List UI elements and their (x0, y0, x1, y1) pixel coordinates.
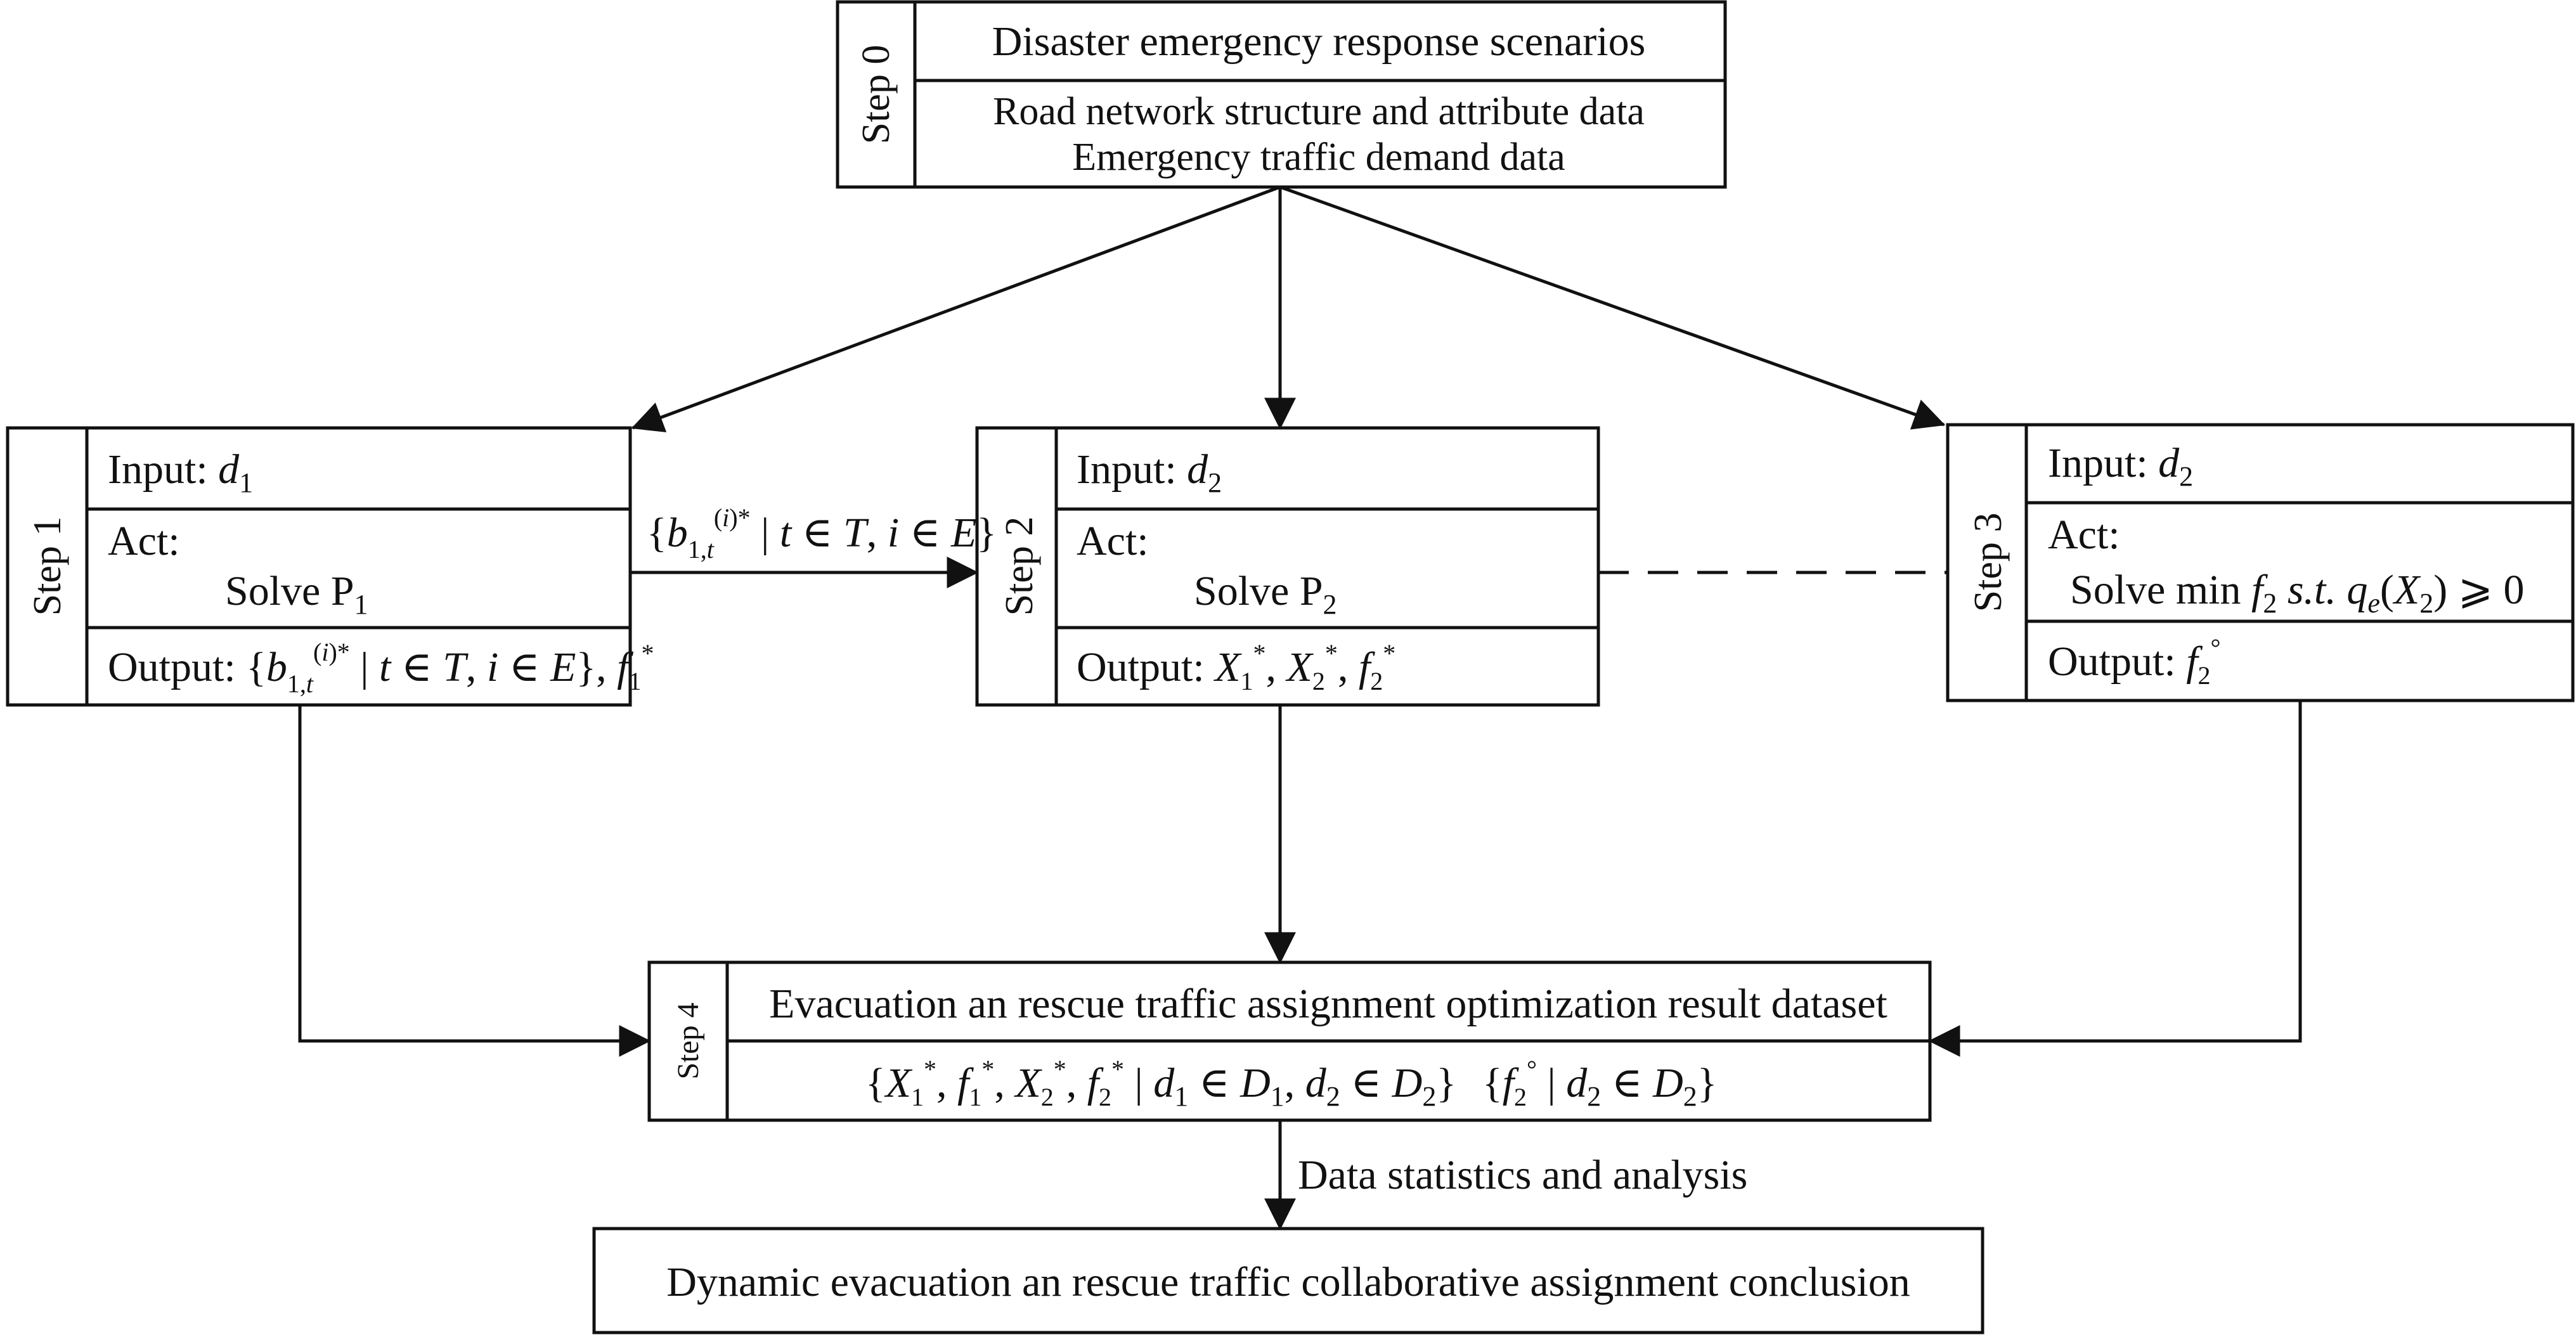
step1-label: Step 1 (26, 517, 69, 616)
step0-line2: Emergency traffic demand data (1072, 136, 1565, 179)
step1-act: Act: (108, 518, 180, 564)
step4-label: Step 4 (671, 1002, 705, 1079)
step1-solve: Solve P1 (225, 568, 368, 620)
step2-solve: Solve P2 (1194, 568, 1337, 620)
step3-act: Act: (2048, 512, 2120, 558)
step0-line1: Road network structure and attribute dat… (993, 90, 1645, 133)
step1-box: Step 1 Input: d1 Act: Solve P1 Output: {… (6, 426, 654, 707)
edge-label-step1-step2: {b1,t(i)* | t ∈ T, i ∈ E} (647, 503, 997, 564)
step1-output: Output: {b1,t(i)* | t ∈ T, i ∈ E}, f1* (108, 638, 654, 698)
step4-set2: {f2° | d2 ∈ D2} (1482, 1055, 1717, 1112)
step0-box: Step 0 Disaster emergency response scena… (836, 0, 1727, 189)
step1-input: Input: d1 (108, 446, 253, 498)
stats-label: Data statistics and analysis (1298, 1152, 1747, 1198)
arrow-step0-step3 (1279, 185, 1946, 430)
arrow-step1-step4 (298, 705, 651, 1057)
step3-output: Output: f2° (2048, 633, 2221, 690)
step4-title: Evacuation an rescue traffic assignment … (769, 981, 1887, 1027)
step2-act: Act: (1077, 518, 1149, 564)
step2-input: Input: d2 (1077, 446, 1222, 498)
step2-box: Step 2 Input: d2 Act: Solve P2 Output: X… (975, 426, 1600, 707)
step4-set1: {X1*, f1*, X2*, f2* | d1 ∈ D1, d2 ∈ D2} (865, 1055, 1456, 1112)
step2-output: Output: X1*, X2*, f2* (1077, 639, 1395, 695)
step0-title: Disaster emergency response scenarios (992, 18, 1646, 65)
step0-label: Step 0 (855, 45, 898, 145)
arrow-step0-step1 (631, 185, 1281, 432)
step3-label: Step 3 (1967, 513, 2010, 612)
conclusion-box: Dynamic evacuation an rescue traffic col… (592, 1227, 1984, 1334)
step4-box: Step 4 Evacuation an rescue traffic assi… (647, 960, 1932, 1122)
step3-box: Step 3 Input: d2 Act: Solve min f2 s.t. … (1946, 423, 2575, 702)
conclusion-text: Dynamic evacuation an rescue traffic col… (666, 1259, 1910, 1305)
arrow-step3-step4 (1928, 701, 2302, 1057)
step3-input: Input: d2 (2048, 440, 2193, 492)
step3-solve: Solve min f2 s.t. qe(X2) ⩾ 0 (2070, 567, 2525, 619)
step2-label: Step 2 (998, 517, 1041, 616)
